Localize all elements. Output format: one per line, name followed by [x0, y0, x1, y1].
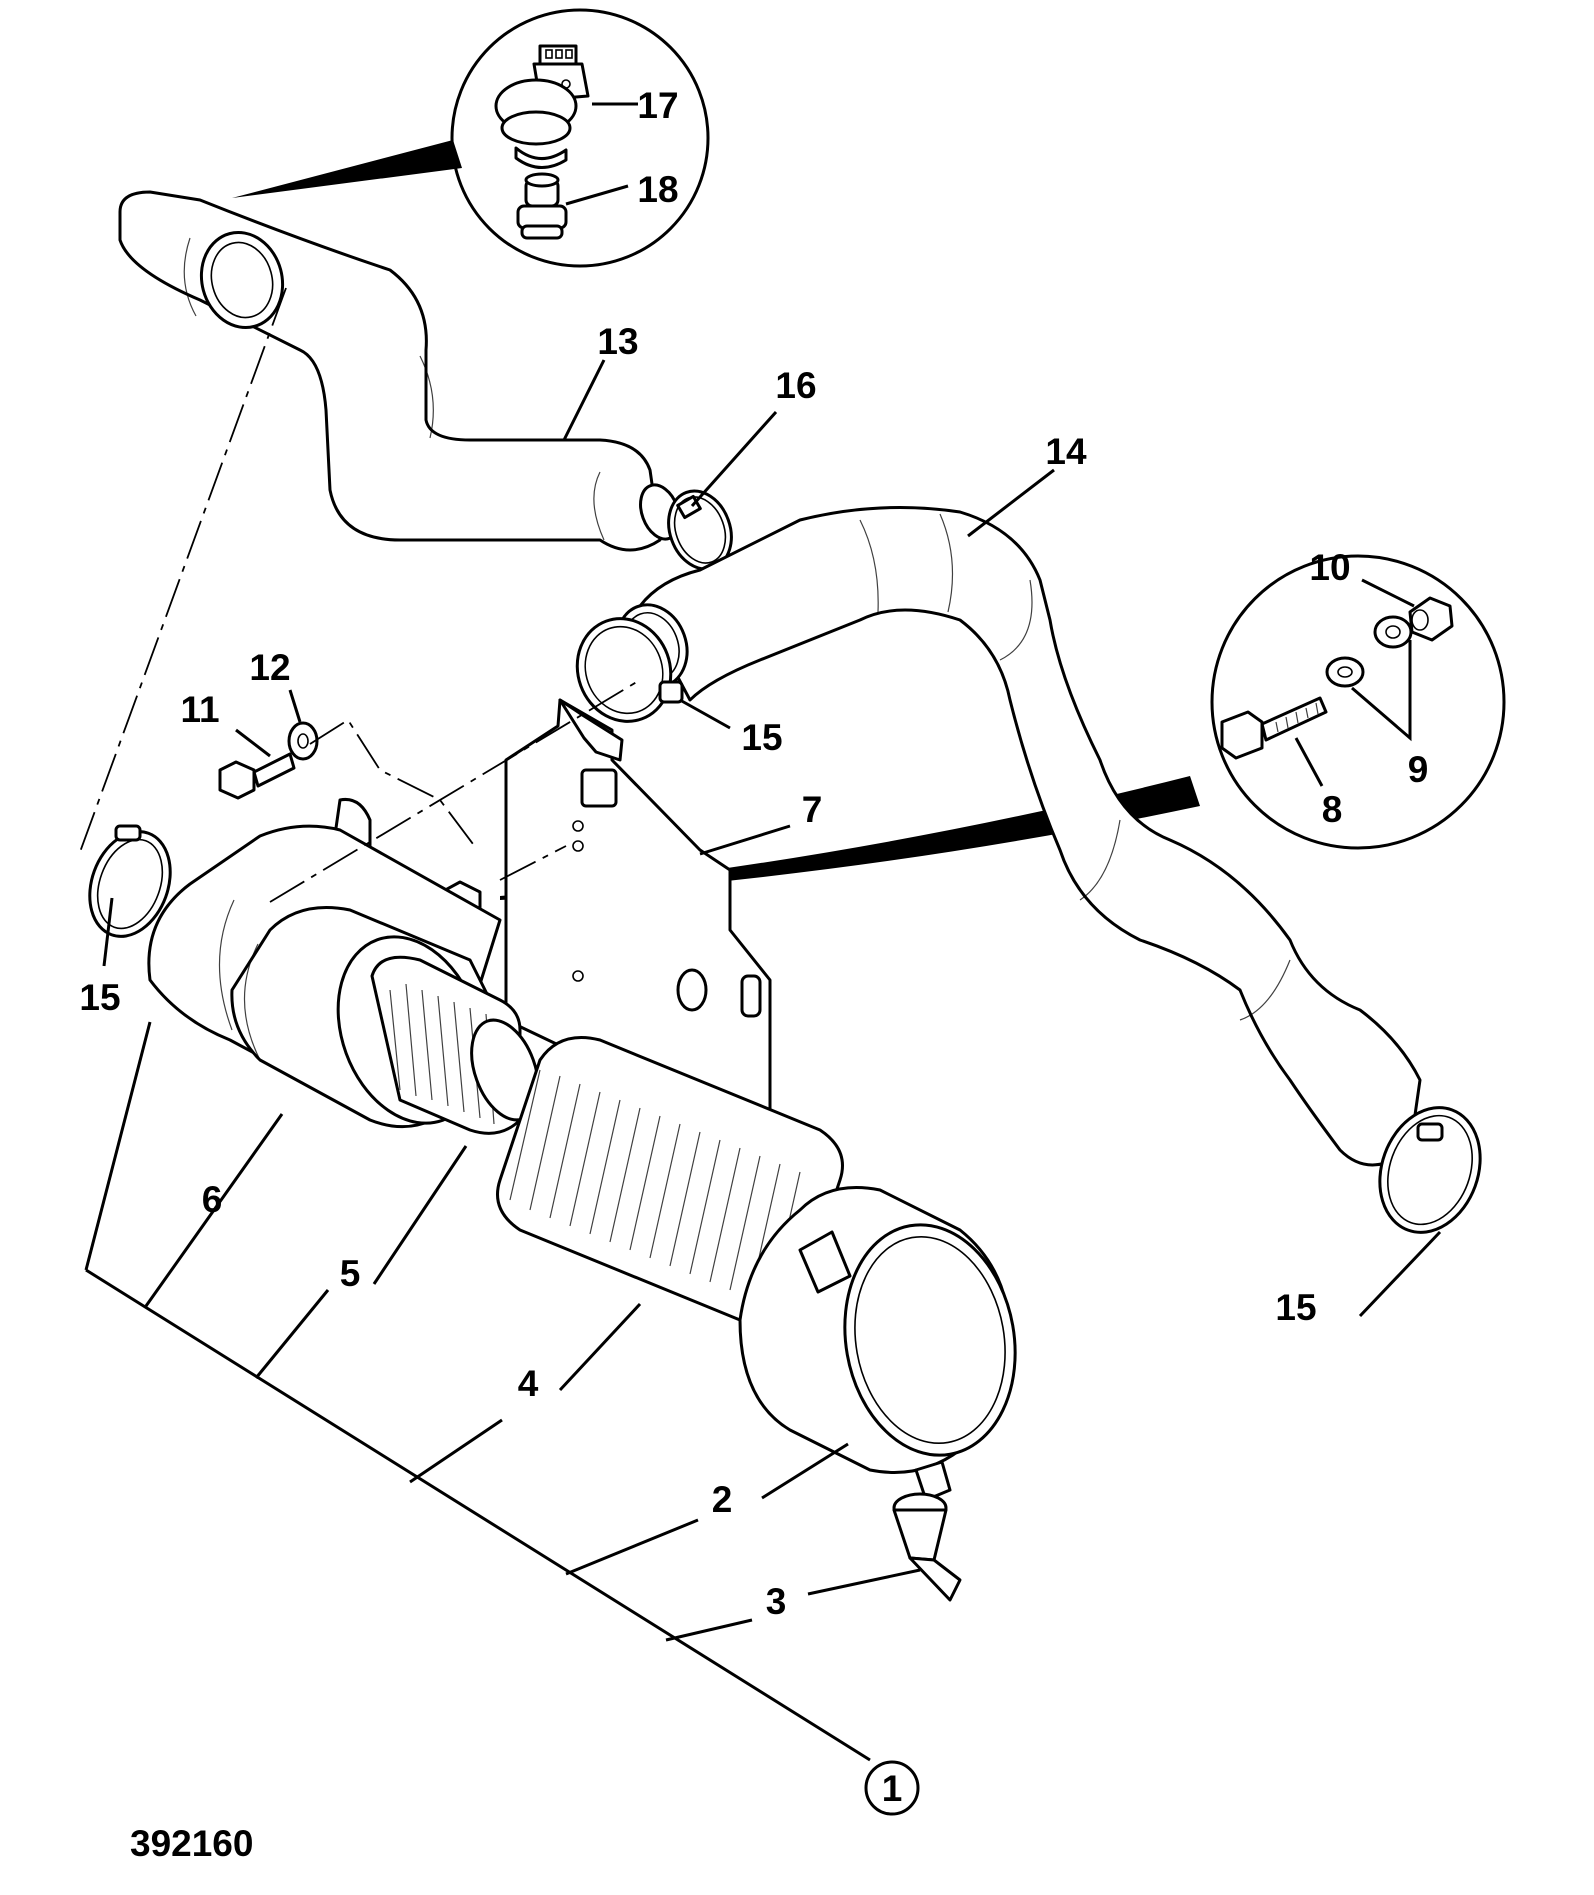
- restriction-indicator: [494, 44, 590, 169]
- nut: [1408, 596, 1454, 642]
- callout-15-right: 15: [1275, 1287, 1316, 1328]
- diagram-reference-number: 392160: [130, 1823, 253, 1864]
- callout-15-middle: 15: [741, 717, 782, 758]
- leader-lines: [84, 359, 1442, 1816]
- callout-1: 1: [882, 1768, 903, 1809]
- callout-labels: 1 2 3 4 5 6 7 8 9 10 11 12 13 14 15 15 1…: [79, 85, 1428, 1864]
- callout-6: 6: [202, 1179, 223, 1220]
- callout-17: 17: [637, 85, 678, 126]
- callout-3: 3: [766, 1581, 787, 1622]
- assembly-callout-circle: [864, 1760, 920, 1816]
- callout-7: 7: [802, 789, 823, 830]
- dust-valve: [892, 1460, 962, 1602]
- callout-11: 11: [180, 689, 219, 730]
- callout-13: 13: [597, 321, 638, 362]
- detail-inset-fixings: [500, 554, 1506, 900]
- callout-18: 18: [637, 169, 678, 210]
- callout-16: 16: [775, 365, 816, 406]
- bolt: [218, 752, 296, 800]
- hose-clamp: [575, 617, 684, 723]
- detail-inset-sensor: [232, 8, 710, 268]
- end-cap: [738, 1186, 1017, 1474]
- callout-12: 12: [249, 647, 290, 688]
- callout-8: 8: [1322, 789, 1343, 830]
- callout-2: 2: [712, 1479, 733, 1520]
- callout-14: 14: [1045, 431, 1087, 472]
- hose-clamp: [1378, 1106, 1482, 1234]
- callout-10: 10: [1309, 547, 1350, 588]
- adaptor-fitting: [516, 172, 568, 240]
- inlet-hose-upper: [118, 190, 681, 552]
- filter-element-inner: [496, 1036, 844, 1324]
- callout-15-left: 15: [79, 977, 120, 1018]
- filter-element-outer: [336, 935, 540, 1135]
- assembly-lines: [79, 287, 641, 903]
- callout-9: 9: [1408, 749, 1429, 790]
- callout-4: 4: [518, 1363, 539, 1404]
- callout-5: 5: [340, 1253, 361, 1294]
- bolt: [1220, 696, 1328, 760]
- washer: [287, 721, 319, 761]
